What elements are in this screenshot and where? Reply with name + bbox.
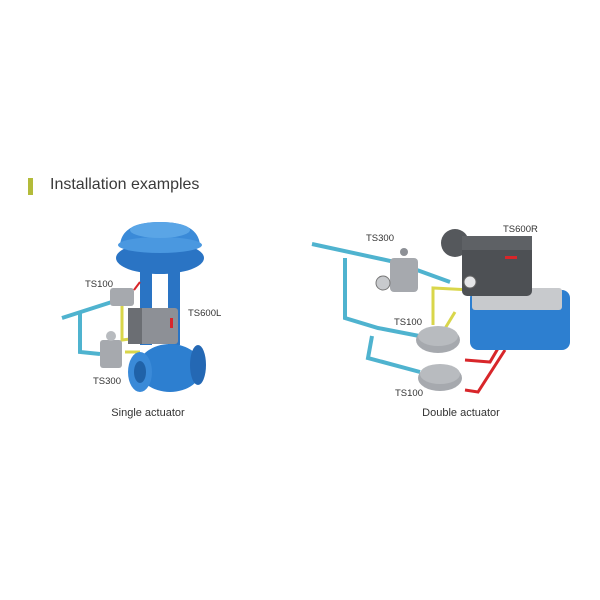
label-ts100-top: TS100 [394, 317, 422, 328]
section-accent-bar [28, 178, 33, 195]
label-ts300: TS300 [93, 376, 121, 387]
label-ts100: TS100 [85, 279, 113, 290]
caption-double-actuator: Double actuator [422, 407, 500, 419]
section-title: Installation examples [50, 176, 200, 193]
label-ts300-double: TS300 [366, 233, 394, 244]
double-actuator-illustration [311, 229, 570, 394]
caption-single-actuator: Single actuator [111, 407, 185, 419]
label-ts600l: TS600L [188, 308, 221, 319]
label-ts600r: TS600R [503, 224, 538, 235]
single-actuator-illustration [61, 222, 206, 392]
label-ts100-bottom: TS100 [395, 388, 423, 399]
